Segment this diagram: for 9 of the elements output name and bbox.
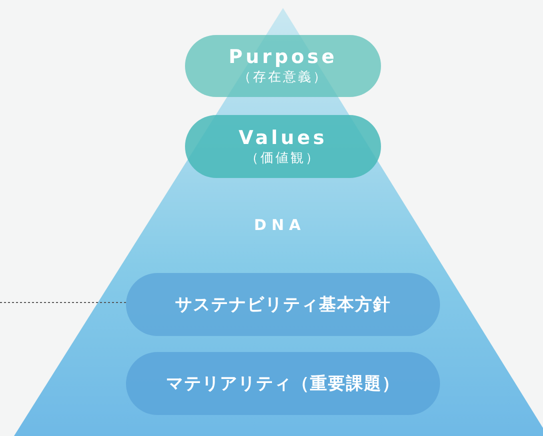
box-title: Purpose [228,46,338,68]
box-subtitle: （存在意義） [238,69,328,86]
layer-label: DNA [254,216,306,234]
rounded-box [185,115,381,178]
box-subtitle: （価値観） [246,150,320,166]
leader-line [0,302,126,303]
box-title: Values [238,126,328,148]
box-title: サステナビリティ基本方針 [175,294,391,316]
box-title: マテリアリティ（重要課題） [166,373,400,395]
